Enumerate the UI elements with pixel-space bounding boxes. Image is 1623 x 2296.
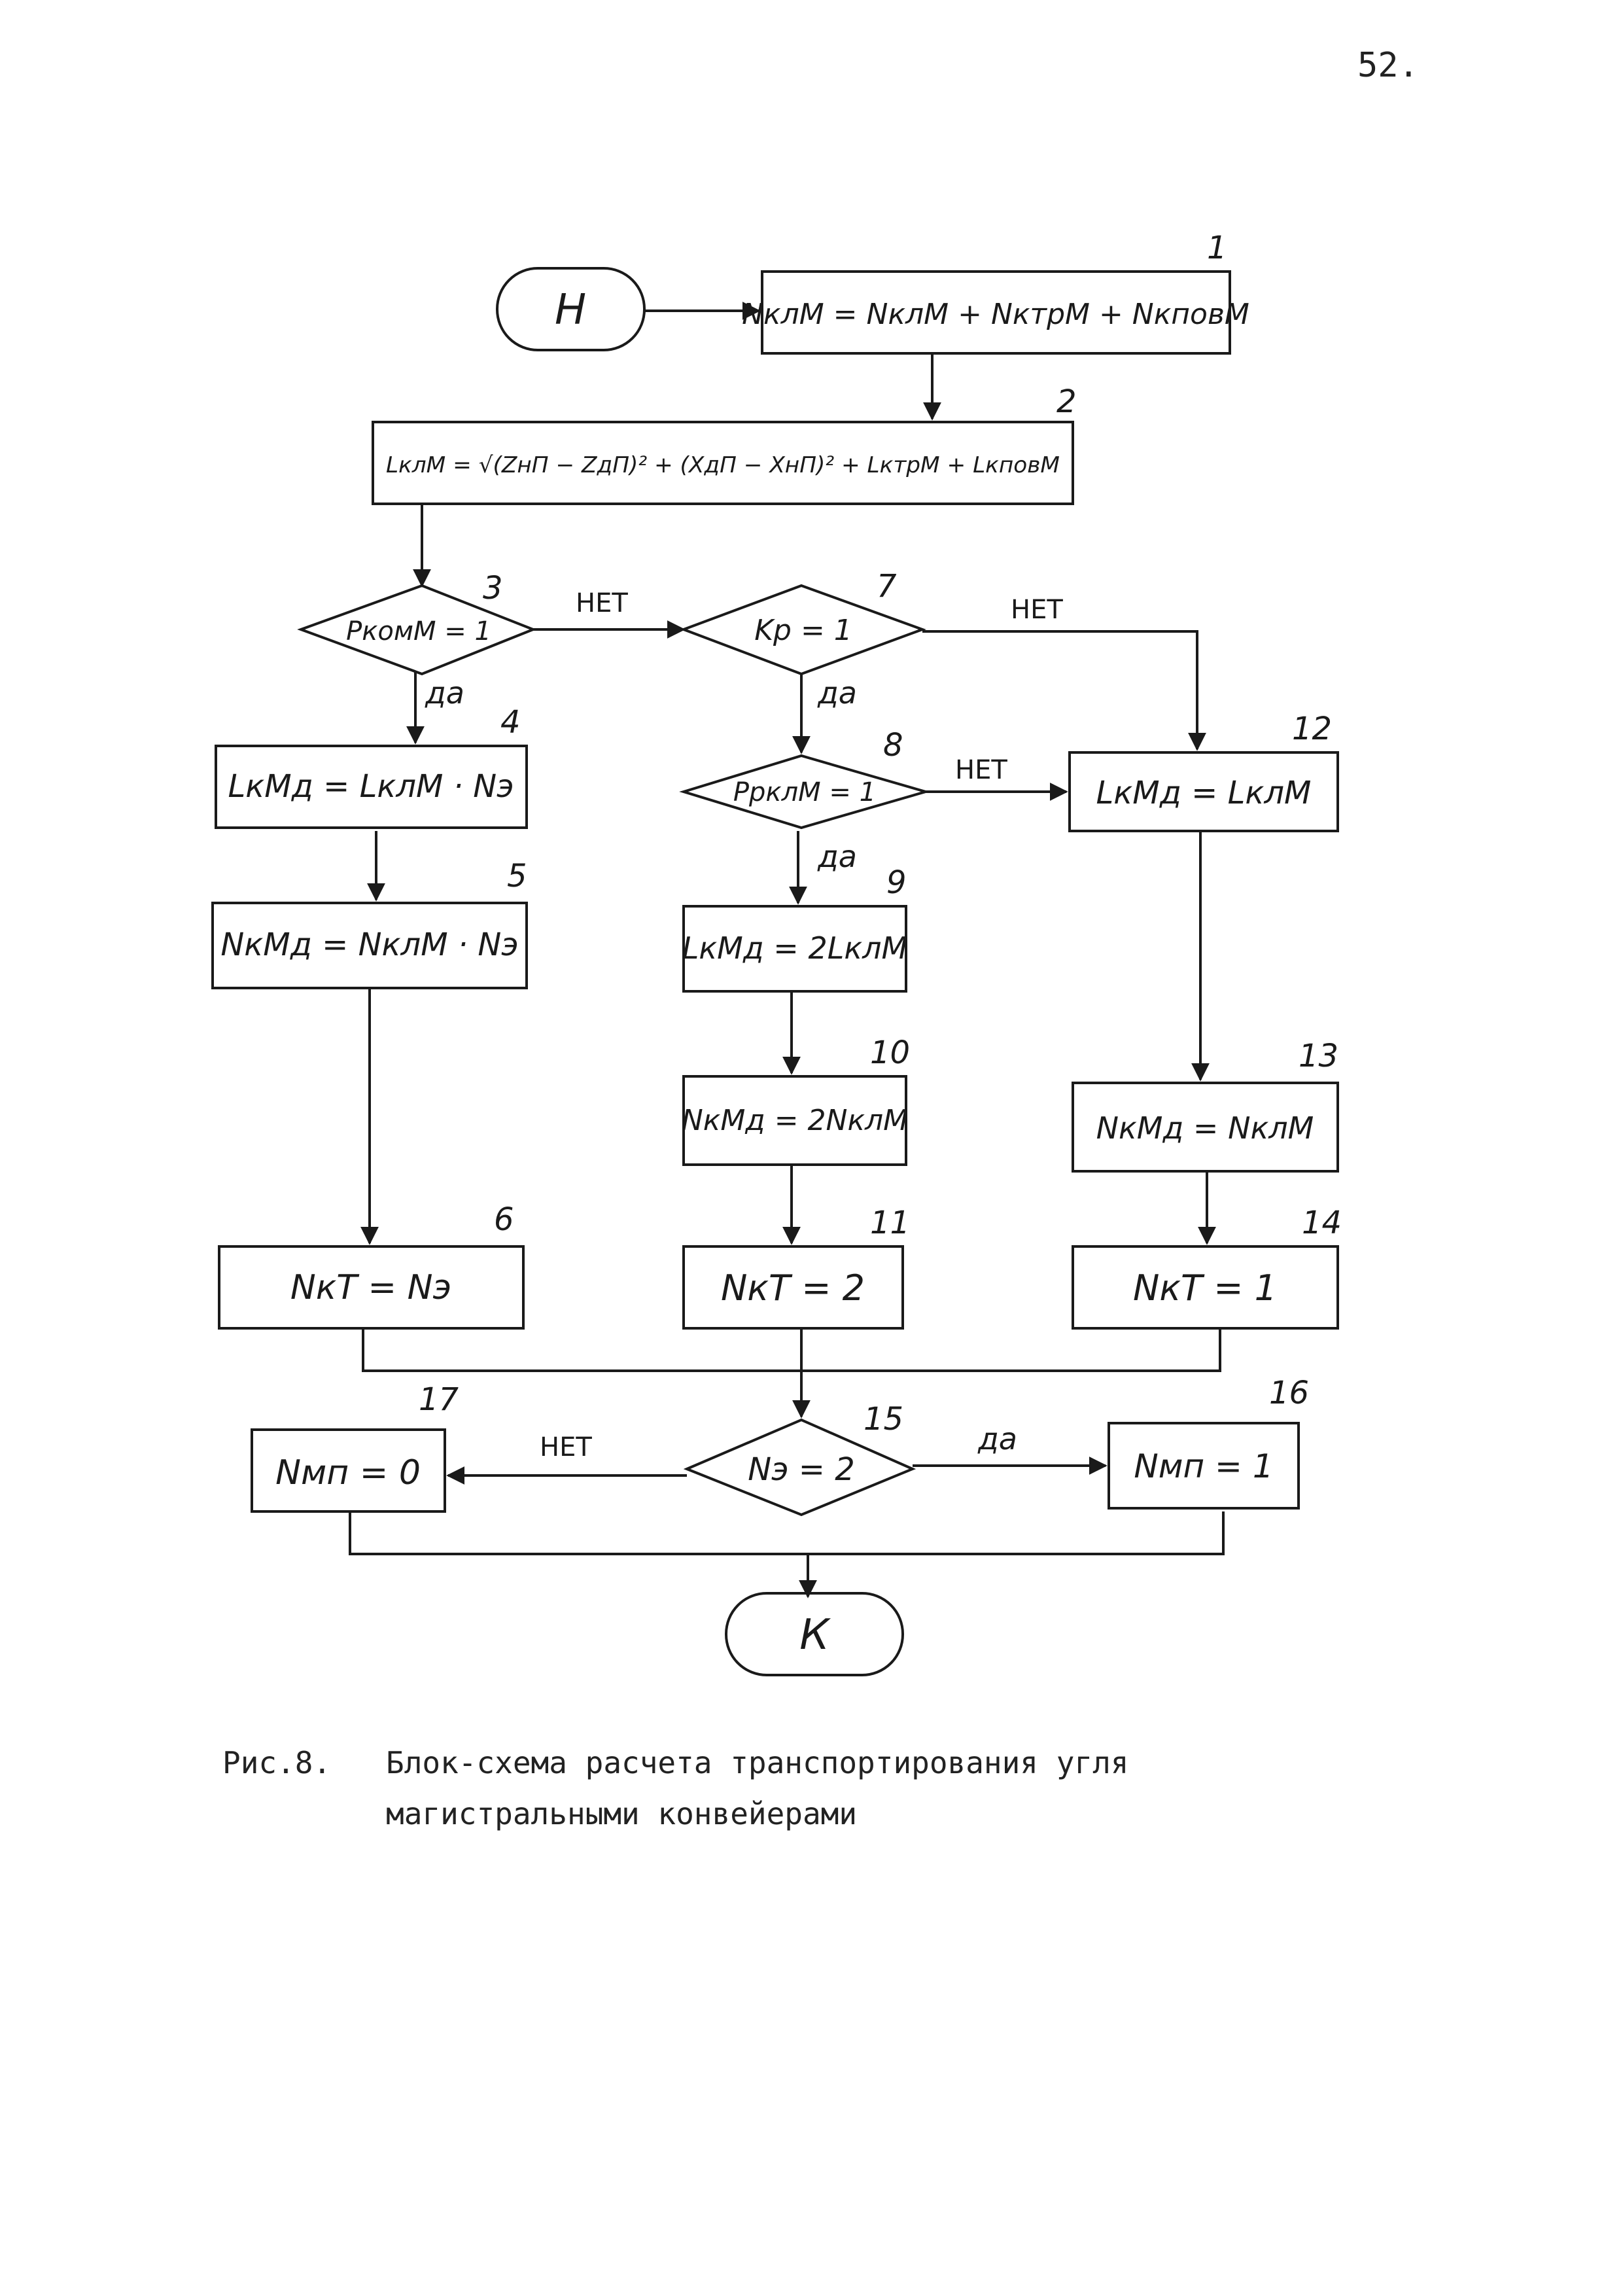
block-5-formula: NкМд = NклМ · Nэ (220, 927, 518, 963)
block-6-shape (218, 1245, 525, 1330)
block-17-shape (251, 1428, 446, 1513)
edge-merge-6-11-14 (362, 1328, 1221, 1372)
block-9-formula: LкМд = 2LклМ (682, 930, 907, 966)
edge-7-to-12 (922, 630, 1206, 751)
block-16-formula: Nмп = 1 (1134, 1447, 1273, 1485)
block-4-formula: LкМд = LклМ · Nэ (228, 768, 514, 805)
end-terminal-label: К (799, 1611, 831, 1659)
block-5-shape (211, 902, 528, 989)
block-3-number: 3 (483, 570, 503, 607)
block-1-shape (761, 270, 1231, 355)
block-10-shape (682, 1075, 907, 1166)
block-8-number: 8 (883, 727, 903, 764)
flowchart-diagram: Н К NклМ = NклМ + NктрМ + NкповМ LклМ = … (211, 230, 1342, 1676)
caption-text-1: Блок-схема расчета транспортирования угл… (386, 1745, 1129, 1780)
edge-label-no-3-7: НЕТ (576, 588, 628, 618)
block-17-number: 17 (419, 1381, 459, 1418)
block-11-number: 11 (870, 1205, 910, 1241)
block-16-shape (1108, 1422, 1300, 1510)
edge-label-yes-3-4: да (425, 675, 464, 711)
block-8-formula: PрклМ = 1 (733, 777, 876, 807)
start-terminal-label: Н (555, 286, 586, 334)
block-16-number: 16 (1269, 1375, 1309, 1411)
decision-8-shape (679, 754, 931, 830)
start-terminal-shape (496, 267, 646, 351)
edge-merge-17-16 (349, 1511, 1225, 1555)
block-1-formula: NклМ = NклМ + NктрМ + NкповМ (742, 298, 1249, 331)
edge-label-yes-15-16: да (977, 1421, 1017, 1457)
edge-label-yes-7-8: да (817, 675, 857, 711)
caption-label: Рис.8. (222, 1745, 332, 1780)
block-9-shape (682, 905, 907, 993)
block-2-formula: LклМ = √(ZнП − ZдП)² + (XдП − XнП)² + Lк… (386, 452, 1060, 478)
block-10-number: 10 (870, 1034, 910, 1071)
block-11-formula: NкТ = 2 (721, 1267, 865, 1309)
block-2-shape (372, 421, 1074, 505)
block-1-number: 1 (1207, 230, 1227, 266)
block-13-shape (1072, 1082, 1339, 1173)
block-14-number: 14 (1302, 1205, 1342, 1241)
edge-label-no-15-17: НЕТ (540, 1432, 592, 1462)
block-9-number: 9 (886, 864, 907, 901)
figure-caption: Рис.8. Блок-схема расчета транспортирован… (222, 1737, 1128, 1839)
decision-3-shape (297, 584, 537, 676)
block-13-number: 13 (1299, 1038, 1338, 1074)
block-17-formula: Nмп = 0 (275, 1453, 421, 1492)
block-5-number: 5 (507, 858, 527, 894)
block-6-number: 6 (494, 1201, 514, 1238)
block-14-formula: NкТ = 1 (1133, 1267, 1277, 1309)
edge-label-no-8-12: НЕТ (955, 755, 1007, 785)
edge-label-no-7-12: НЕТ (1011, 595, 1063, 625)
block-15-number: 15 (864, 1401, 903, 1438)
block-13-formula: NкМд = NклМ (1096, 1110, 1314, 1146)
caption-line-1: Рис.8. Блок-схема расчета транспортирован… (222, 1737, 1128, 1788)
block-10-formula: NкМд = 2NклМ (682, 1104, 908, 1137)
block-14-shape (1072, 1245, 1339, 1330)
block-4-shape (215, 745, 528, 829)
block-11-shape (682, 1245, 904, 1330)
block-12-number: 12 (1292, 711, 1332, 747)
edge-label-yes-8-9: да (817, 839, 857, 874)
block-7-number: 7 (877, 568, 897, 605)
caption-text-2: магистральными конвейерами (386, 1796, 858, 1831)
decision-7-shape (680, 584, 926, 676)
block-2-number: 2 (1056, 383, 1077, 420)
block-15-formula: Nэ = 2 (748, 1451, 855, 1488)
block-12-formula: LкМд = LклМ (1096, 775, 1312, 811)
block-4-number: 4 (500, 704, 521, 741)
decision-15-shape (683, 1418, 916, 1517)
page-number: 52. (1357, 46, 1419, 85)
block-3-formula: PкомМ = 1 (346, 616, 491, 646)
block-7-formula: Kр = 1 (754, 614, 852, 647)
block-12-shape (1068, 751, 1339, 832)
block-6-formula: NкТ = Nэ (290, 1268, 451, 1307)
end-terminal-shape (725, 1592, 904, 1676)
